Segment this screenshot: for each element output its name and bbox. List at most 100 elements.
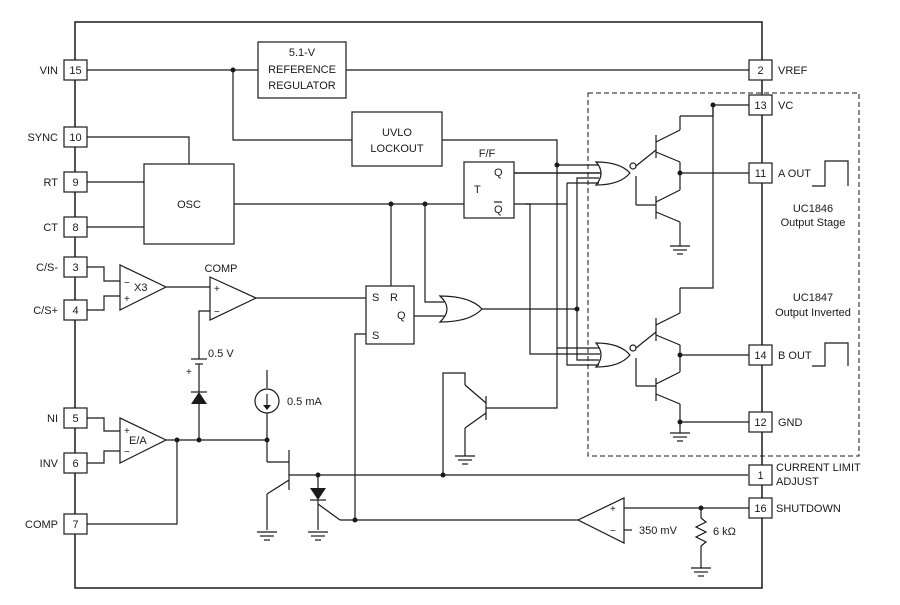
pin-shutdown: 16 SHUTDOWN [748, 497, 841, 519]
ref-line2: REFERENCE [268, 64, 336, 76]
pin-a-out: 11 A OUT [748, 162, 811, 184]
pin-number: 16 [754, 503, 766, 515]
pin-label-line2: ADJUST [776, 476, 819, 488]
pin-vref: 2 VREF [748, 59, 808, 81]
x3-plus: + [124, 294, 130, 305]
pin-vin: 15 VIN [40, 59, 258, 81]
uc1847-sublabel: Output Inverted [775, 307, 851, 319]
pin-number: 2 [757, 65, 763, 77]
cs-plus-wire [87, 295, 120, 311]
pin-label: B OUT [778, 350, 812, 362]
nor-gate-b [594, 342, 637, 368]
resistor: 6 kΩ [694, 508, 736, 568]
ff-title: F/F [479, 148, 496, 160]
comp-label: COMP [205, 263, 238, 275]
pin-number: 13 [754, 100, 766, 112]
pin-label: VREF [778, 65, 808, 77]
sr-q: Q [397, 310, 406, 322]
pin-label: C/S- [36, 262, 58, 274]
ff-t: T [474, 184, 481, 196]
shutdown-diode [310, 472, 341, 530]
comp-pin-wire [87, 440, 178, 525]
pin-number: 8 [72, 222, 78, 234]
resistor-value: 6 kΩ [713, 526, 736, 538]
offset-battery: 0.5 V + [186, 348, 234, 382]
shutdown-transistor [442, 348, 558, 475]
pin-label: RT [44, 177, 59, 189]
pin-number: 9 [72, 177, 78, 189]
ground-icon [308, 531, 328, 541]
nor-a-in4-route [525, 183, 568, 205]
pin-rt: 9 RT [44, 171, 88, 193]
pwm-comparator: COMP + − [205, 263, 258, 321]
pin-label: VC [778, 100, 793, 112]
pin-number: 3 [72, 262, 78, 274]
pin-number: 15 [69, 65, 81, 77]
ground-icon [691, 567, 711, 577]
nor-b-in1 [556, 165, 599, 349]
sr-s1: S [372, 292, 379, 304]
pin-label: NI [47, 413, 58, 425]
sr-r: R [390, 292, 398, 304]
pin-ni: 5 NI [47, 407, 88, 429]
pin-sync: 10 SYNC [27, 126, 88, 148]
output-transistors-a [635, 104, 749, 246]
oscillator: OSC [143, 163, 235, 245]
pin-label: INV [40, 458, 59, 470]
pin-inv: 6 INV [40, 452, 88, 474]
nor-b-in4 [566, 204, 599, 366]
uvlo-line1: UVLO [382, 127, 412, 139]
ref-line3: REGULATOR [268, 80, 335, 92]
x3-label: X3 [134, 282, 147, 294]
uc1847-label: UC1847 [793, 292, 833, 304]
pulse-waveform-icon [812, 342, 849, 367]
pin-label: SYNC [27, 132, 58, 144]
comp-plus: + [214, 284, 220, 295]
pin-cs-minus: 3 C/S- [36, 256, 88, 278]
pin-current-limit: 1 CURRENT LIMIT ADJUST [748, 462, 861, 488]
pin-ct: 8 CT [43, 216, 88, 238]
shutdown-threshold: 350 mV [639, 525, 678, 537]
uvlo-lockout: UVLO LOCKOUT [351, 111, 443, 167]
pin-number: 11 [755, 168, 766, 180]
pin-label: GND [778, 417, 803, 429]
current-limit-transistor [266, 440, 748, 530]
sr-s2-wire [354, 333, 366, 520]
pin-label: A OUT [778, 168, 811, 180]
pin-label: COMP [25, 519, 58, 531]
pin-label: VIN [40, 65, 58, 77]
ea-label: E/A [129, 435, 147, 447]
reference-regulator: 5.1-V REFERENCE REGULATOR [257, 41, 749, 99]
nor-a-in3 [576, 177, 599, 309]
flip-flop: F/F T Q Q [463, 148, 515, 219]
pin-number: 5 [72, 413, 78, 425]
junction-dot [352, 517, 358, 523]
battery-plus: + [186, 367, 192, 378]
pin-gnd: 12 GND [748, 411, 803, 433]
ff-qbar-wire [514, 203, 600, 355]
current-source-value: 0.5 mA [287, 396, 323, 408]
nor-b-in3 [576, 309, 599, 361]
x3-minus: − [124, 278, 130, 289]
pin-number: 12 [754, 417, 766, 429]
ref-line1: 5.1-V [289, 47, 316, 59]
current-sense-amp: − + X3 [119, 264, 168, 311]
pin-number: 6 [72, 458, 78, 470]
cs-minus-wire [87, 266, 120, 282]
junction-dot [174, 437, 180, 443]
uvlo-output-wire [442, 139, 558, 165]
pulse-waveform-icon [812, 160, 849, 187]
comp-minus: − [214, 307, 220, 318]
comp-minus-wire [198, 310, 210, 359]
battery-voltage: 0.5 V [208, 348, 234, 360]
pin-number: 1 [757, 470, 763, 482]
junction-dot [196, 437, 202, 443]
ea-plus: + [124, 426, 130, 437]
pin-label: SHUTDOWN [776, 503, 841, 515]
uc1846-sublabel: Output Stage [781, 217, 846, 229]
sr-latch: S R Q S [365, 285, 415, 345]
vin-to-uvlo-wire [232, 70, 352, 141]
ground-icon [455, 455, 475, 465]
or-gate [438, 295, 483, 323]
inv-wire [87, 450, 120, 464]
